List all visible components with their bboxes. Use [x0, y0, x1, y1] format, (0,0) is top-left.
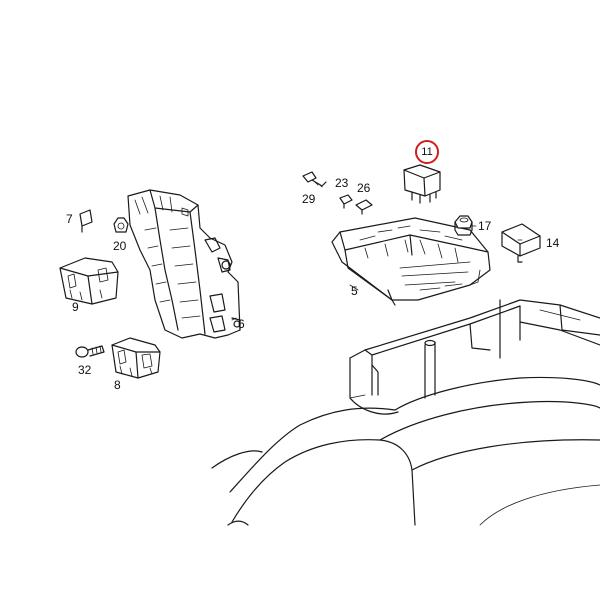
callout-9[interactable]: 9 [72, 300, 79, 314]
relay-carrier [127, 189, 241, 339]
callout-29[interactable]: 29 [302, 192, 316, 206]
nut-20-icon [113, 217, 129, 233]
callout-17[interactable]: 17 [478, 219, 492, 233]
bolt-icon [75, 345, 105, 358]
screw-icon [302, 171, 327, 188]
callout-5[interactable]: 5 [351, 284, 358, 298]
callout-23[interactable]: 23 [335, 176, 349, 190]
clip-icon [79, 209, 93, 233]
callout-14[interactable]: 14 [546, 236, 560, 250]
connector-block-icon [111, 337, 161, 379]
callout-8[interactable]: 8 [114, 378, 121, 392]
callout-26[interactable]: 26 [357, 181, 371, 195]
fuse-icon [339, 194, 373, 215]
tray-box [349, 299, 600, 415]
relay-icon [403, 164, 441, 204]
vehicle-body-outline [211, 376, 600, 526]
relay-block-icon [59, 257, 119, 305]
callout-32[interactable]: 32 [78, 363, 92, 377]
callout-20[interactable]: 20 [113, 239, 127, 253]
callout-7[interactable]: 7 [66, 212, 73, 226]
callout-11-highlighted[interactable]: 11 [415, 140, 439, 164]
fuse-box-icon [331, 217, 491, 306]
connector-icon [501, 223, 541, 263]
nut-icon [454, 215, 473, 236]
callout-6[interactable]: 6 [238, 317, 245, 331]
leader-lines [231, 225, 523, 321]
